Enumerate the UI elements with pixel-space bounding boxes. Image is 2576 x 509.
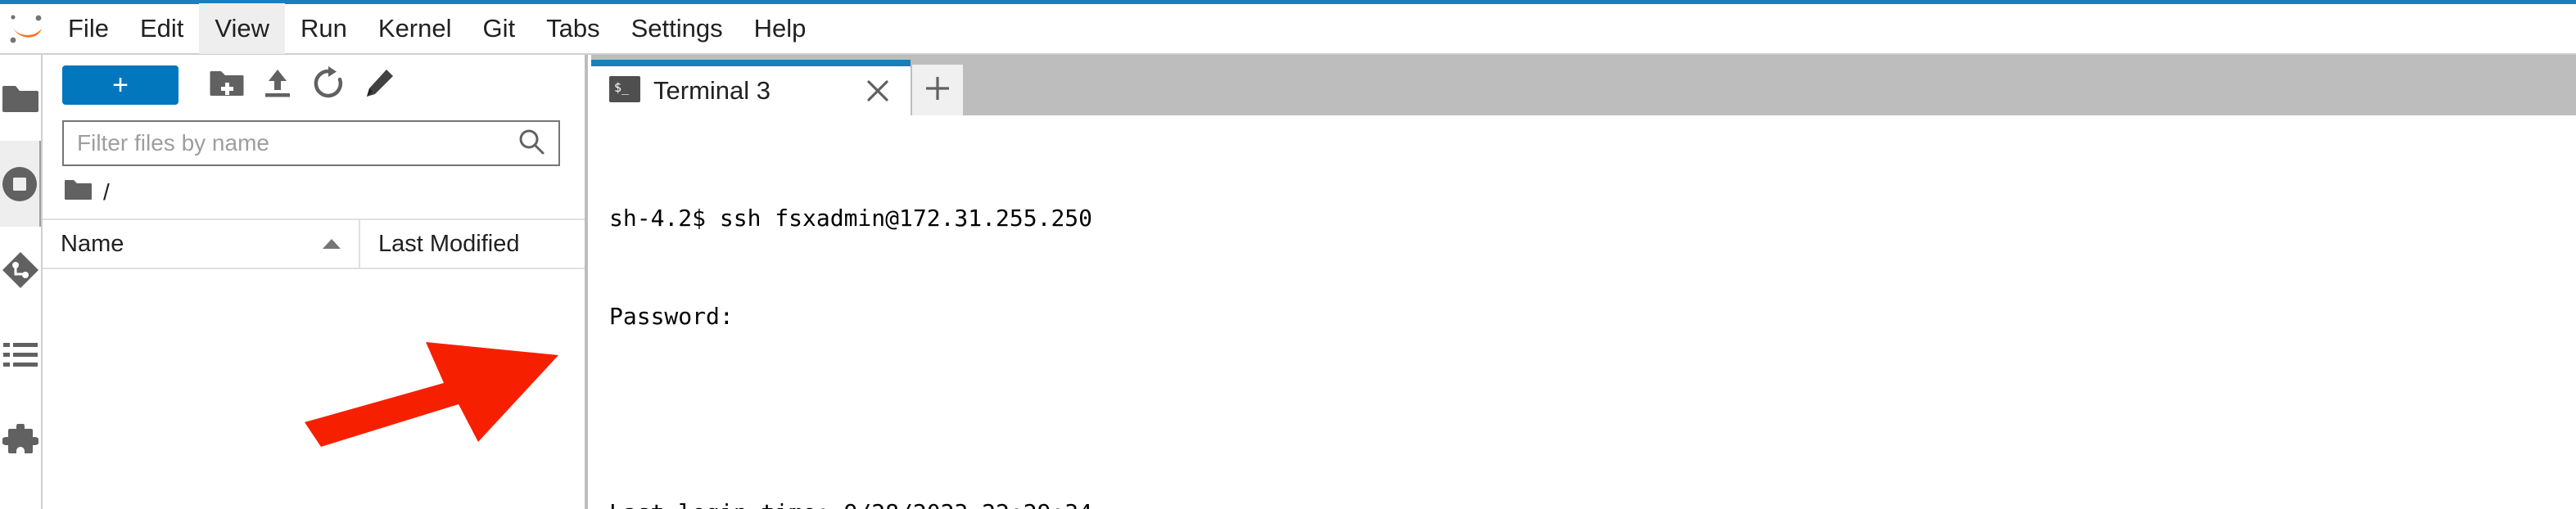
menu-bar: File Edit View Run Kernel Git Tabs Setti… [0, 3, 2576, 55]
file-filter-box[interactable] [62, 120, 560, 166]
menu-item-run[interactable]: Run [301, 14, 347, 43]
terminal-line: sh-4.2$ ssh fsxadmin@172.31.255.250 [609, 205, 1093, 232]
git-clone-icon [362, 66, 396, 105]
terminal-output[interactable]: sh-4.2$ ssh fsxadmin@172.31.255.250 Pass… [591, 115, 2576, 509]
new-folder-icon [210, 69, 244, 102]
upload-files-button[interactable] [252, 64, 303, 106]
top-accent-bar [0, 0, 2576, 4]
new-launcher-button[interactable]: + [62, 65, 179, 105]
list-icon [3, 341, 38, 371]
sidebar-item-table-of-contents[interactable] [0, 313, 41, 399]
breadcrumb[interactable]: / [43, 166, 585, 220]
file-browser-panel: + [43, 55, 588, 509]
new-folder-button[interactable] [201, 64, 252, 106]
menu-item-edit[interactable]: Edit [139, 14, 184, 43]
sort-ascending-icon [323, 239, 341, 249]
menu-item-settings[interactable]: Settings [630, 14, 723, 43]
column-header-last-modified[interactable]: Last Modified [360, 219, 585, 268]
terminal-line: Password: [609, 303, 734, 330]
menu-item-kernel[interactable]: Kernel [377, 14, 452, 43]
main-dock-area: $_ Terminal 3 [591, 55, 2576, 509]
new-tab-button[interactable] [912, 65, 963, 115]
file-browser-toolbar: + [43, 55, 585, 115]
file-list-header: Name Last Modified [43, 219, 585, 269]
breadcrumb-path: / [103, 179, 110, 205]
git-diamond-icon [2, 251, 39, 289]
stop-circle-icon [0, 164, 39, 204]
folder-icon [2, 83, 38, 114]
svg-text:$_: $_ [614, 80, 630, 95]
menu-item-help[interactable]: Help [753, 14, 807, 43]
search-input[interactable] [77, 130, 517, 156]
terminal-line [609, 399, 2576, 431]
sidebar-item-file-browser[interactable] [0, 55, 41, 141]
jupyter-logo-icon [0, 3, 52, 54]
close-icon[interactable] [860, 73, 896, 109]
refresh-file-list-button[interactable] [303, 64, 354, 106]
menu-item-view[interactable]: View [199, 3, 286, 54]
menu-item-tabs[interactable]: Tabs [546, 14, 600, 43]
plus-icon [924, 74, 951, 106]
terminal-icon: $_ [609, 75, 640, 106]
search-icon[interactable] [517, 128, 545, 160]
file-filter-wrapper [43, 115, 585, 166]
folder-icon [64, 178, 92, 207]
puzzle-piece-icon [2, 423, 38, 460]
tab-title: Terminal 3 [653, 76, 771, 105]
menu-item-file[interactable]: File [68, 14, 109, 43]
sidebar-item-git[interactable] [0, 227, 41, 313]
terminal-line: Last login time: 9/28/2023 22:29:34 [609, 497, 2576, 509]
upload-icon [261, 67, 294, 104]
sidebar-item-running-terminals[interactable] [0, 141, 41, 227]
file-list[interactable] [43, 269, 585, 509]
column-header-last-modified-label: Last Modified [378, 230, 520, 257]
activity-sidebar-rail [0, 55, 43, 509]
git-clone-button[interactable] [354, 64, 404, 106]
refresh-icon [311, 65, 346, 105]
dock-tab-bar: $_ Terminal 3 [591, 55, 2576, 115]
column-header-name-label: Name [61, 230, 124, 257]
tab-terminal-3[interactable]: $_ Terminal 3 [591, 60, 911, 115]
column-header-name[interactable]: Name [43, 219, 360, 268]
sidebar-item-extension-manager[interactable] [0, 399, 41, 484]
menu-item-git[interactable]: Git [482, 14, 516, 43]
